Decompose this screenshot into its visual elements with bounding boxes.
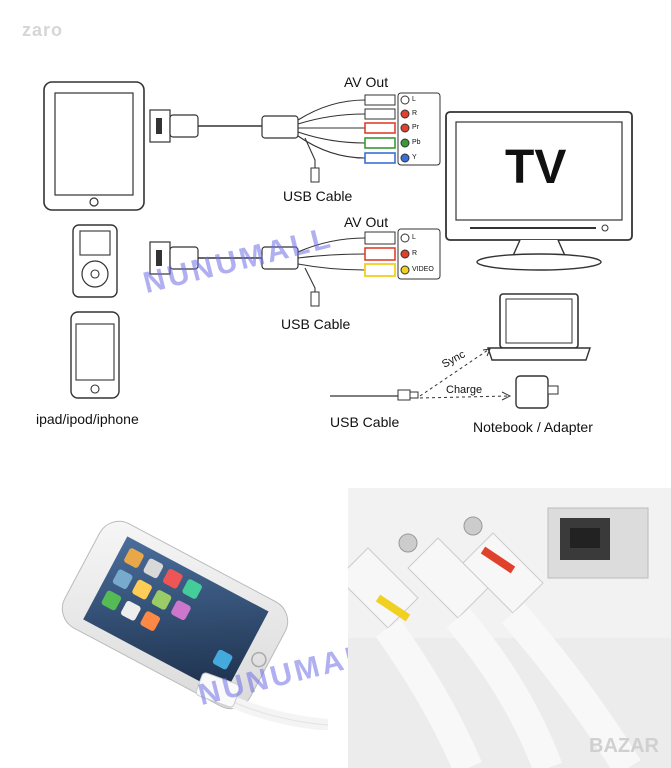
ipod-icon — [72, 224, 118, 298]
port-label-Pb: Pb — [412, 139, 421, 146]
av-out-label-top: AV Out — [344, 74, 389, 90]
port-label-video: VIDEO — [412, 266, 434, 273]
usb-cable-label-mid: USB Cable — [281, 316, 351, 332]
tv-icon — [445, 111, 633, 271]
iphone-icon — [70, 311, 120, 399]
port-label-L: L — [412, 96, 416, 103]
laptop-icon — [487, 293, 591, 361]
charge-label: Charge — [446, 384, 483, 396]
adapter-icon — [515, 375, 559, 409]
usb-cable-label-top: USB Cable — [283, 188, 353, 204]
usb-cable-bottom — [330, 348, 512, 401]
dock-connector-mid — [149, 228, 441, 307]
usb-cable-label-bottom: USB Cable — [330, 414, 400, 430]
port-label-Y: Y — [412, 154, 417, 161]
watermark-zaro: zaro — [22, 20, 64, 40]
dock-connector-top — [149, 92, 441, 183]
device-caption: ipad/ipod/iphone — [36, 411, 139, 427]
rca-plugs-photo — [348, 488, 671, 768]
tv-label: TV — [505, 141, 567, 194]
ipad-icon — [43, 81, 145, 211]
connection-diagram — [43, 81, 633, 409]
av-out-label-mid: AV Out — [344, 214, 389, 230]
notebook-adapter-label: Notebook / Adapter — [473, 419, 593, 435]
iphone-photo — [28, 520, 328, 730]
port-label-R: R — [412, 110, 418, 117]
watermark-bazar: BAZAR — [589, 735, 659, 757]
port-label-Pr: Pr — [412, 124, 419, 131]
port-label-R2: R — [412, 250, 418, 257]
port-label-L2: L — [412, 234, 416, 241]
